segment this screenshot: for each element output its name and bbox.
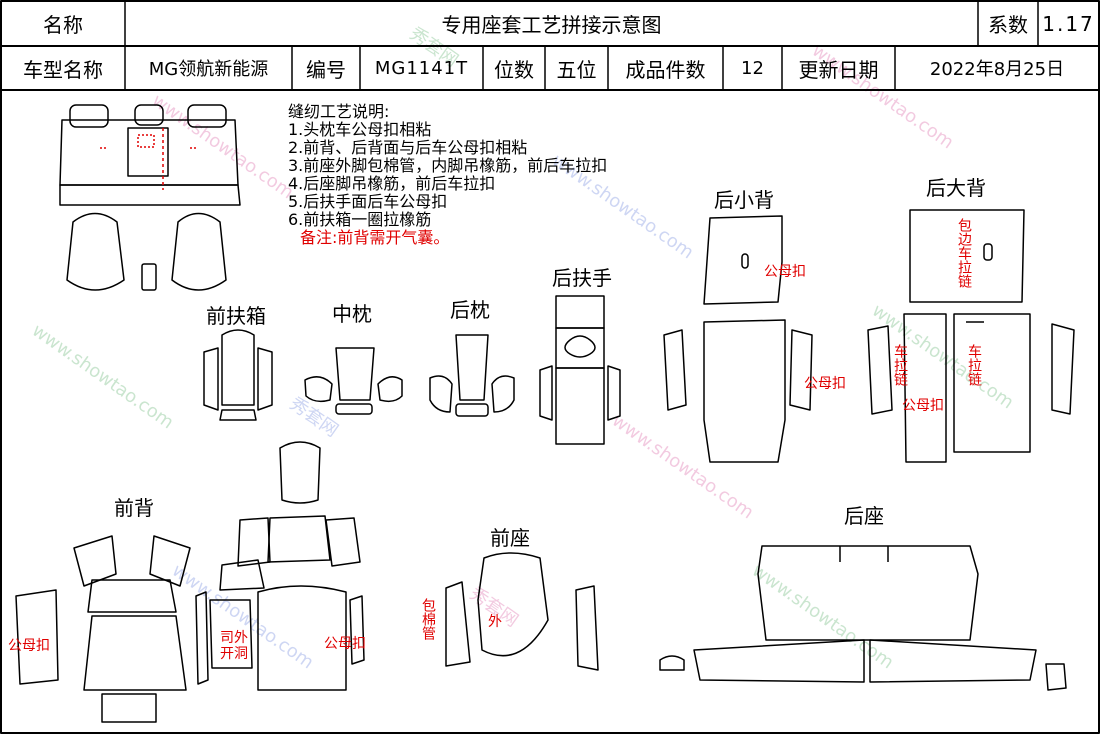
sewing-notes: 缝纫工艺说明: 1.头枕车公母扣相粘 2.前背、后背面与后车公母扣相粘 3.前座…	[288, 103, 607, 247]
pieces-front-seat	[445, 552, 599, 671]
annotation-buckle: 公母扣	[902, 398, 944, 414]
header-model-value: MG领航新能源	[148, 59, 269, 80]
header-coef-value: 1.17	[1042, 11, 1095, 36]
annotation-cotton-tube: 包棉管	[420, 598, 436, 640]
section-label-front-armbox: 前扶箱	[206, 304, 266, 328]
section-label-front-seat: 前座	[490, 526, 530, 550]
header-seats-label: 位数	[494, 57, 534, 82]
pieces-rear-small-back	[663, 215, 813, 463]
section-label-rear-small-back: 后小背	[714, 188, 774, 212]
annotation-sew-zipper: 车拉链	[966, 344, 982, 386]
section-label-rear-armrest: 后扶手	[552, 266, 612, 290]
page-title: 专用座套工艺拼接示意图	[441, 13, 662, 37]
header-name-label: 名称	[43, 13, 83, 37]
header-date-value: 2022年8月25日	[929, 59, 1065, 80]
note-item: 6.前扶箱一圈拉橡筋	[288, 210, 432, 229]
header-pieces-label: 成品件数	[625, 57, 706, 82]
notes-remark: 备注:前背需开气囊。	[300, 228, 450, 247]
annotation-buckle: 公母扣	[804, 376, 846, 392]
pieces-rear-big-back	[867, 209, 1075, 463]
seat-overview-sketch	[59, 104, 241, 291]
header-seats-value: 五位	[556, 57, 597, 82]
pieces-rear-seat	[659, 545, 1067, 691]
pieces-front-back	[15, 441, 365, 723]
note-item: 2.前背、后背面与后车公母扣相粘	[288, 138, 528, 157]
section-label-middle-headrest: 中枕	[332, 302, 372, 326]
pieces-middle-headrest	[304, 347, 403, 415]
section-label-rear-big-back: 后大背	[926, 176, 986, 200]
header-date-label: 更新日期	[798, 57, 879, 82]
section-label-rear-seat: 后座	[844, 504, 884, 528]
annotation-outer: 外	[488, 614, 502, 630]
header-model-label: 车型名称	[23, 57, 103, 82]
note-item: 5.后扶手面后车公母扣	[288, 192, 448, 211]
pieces-rear-headrest	[429, 334, 515, 417]
header-pieces-value: 12	[741, 57, 764, 79]
annotation-buckle: 公母扣	[764, 264, 806, 280]
annotation-airbag-hole: 司外开洞	[220, 630, 248, 662]
section-label-front-back: 前背	[114, 496, 154, 520]
note-item: 3.前座外脚包棉管，内脚吊橡筋，前后车拉扣	[288, 156, 608, 175]
annotation-binding-zipper: 包边车拉链	[956, 218, 972, 288]
note-item: 4.后座脚吊橡筋，前后车拉扣	[288, 174, 496, 193]
note-item: 1.头枕车公母扣相粘	[288, 120, 432, 139]
header-code-label: 编号	[306, 57, 346, 82]
annotation-sew-zipper: 车拉链	[892, 344, 908, 386]
section-label-rear-headrest: 后枕	[450, 298, 490, 322]
notes-title: 缝纫工艺说明:	[288, 102, 390, 121]
pieces-front-armbox	[203, 329, 273, 421]
header-code-value: MG1141T	[374, 57, 469, 79]
annotation-buckle: 公母扣	[8, 638, 50, 654]
annotation-buckle: 公母扣	[324, 636, 366, 652]
header-coef-label: 系数	[988, 13, 1028, 37]
pieces-rear-armrest	[539, 295, 621, 445]
